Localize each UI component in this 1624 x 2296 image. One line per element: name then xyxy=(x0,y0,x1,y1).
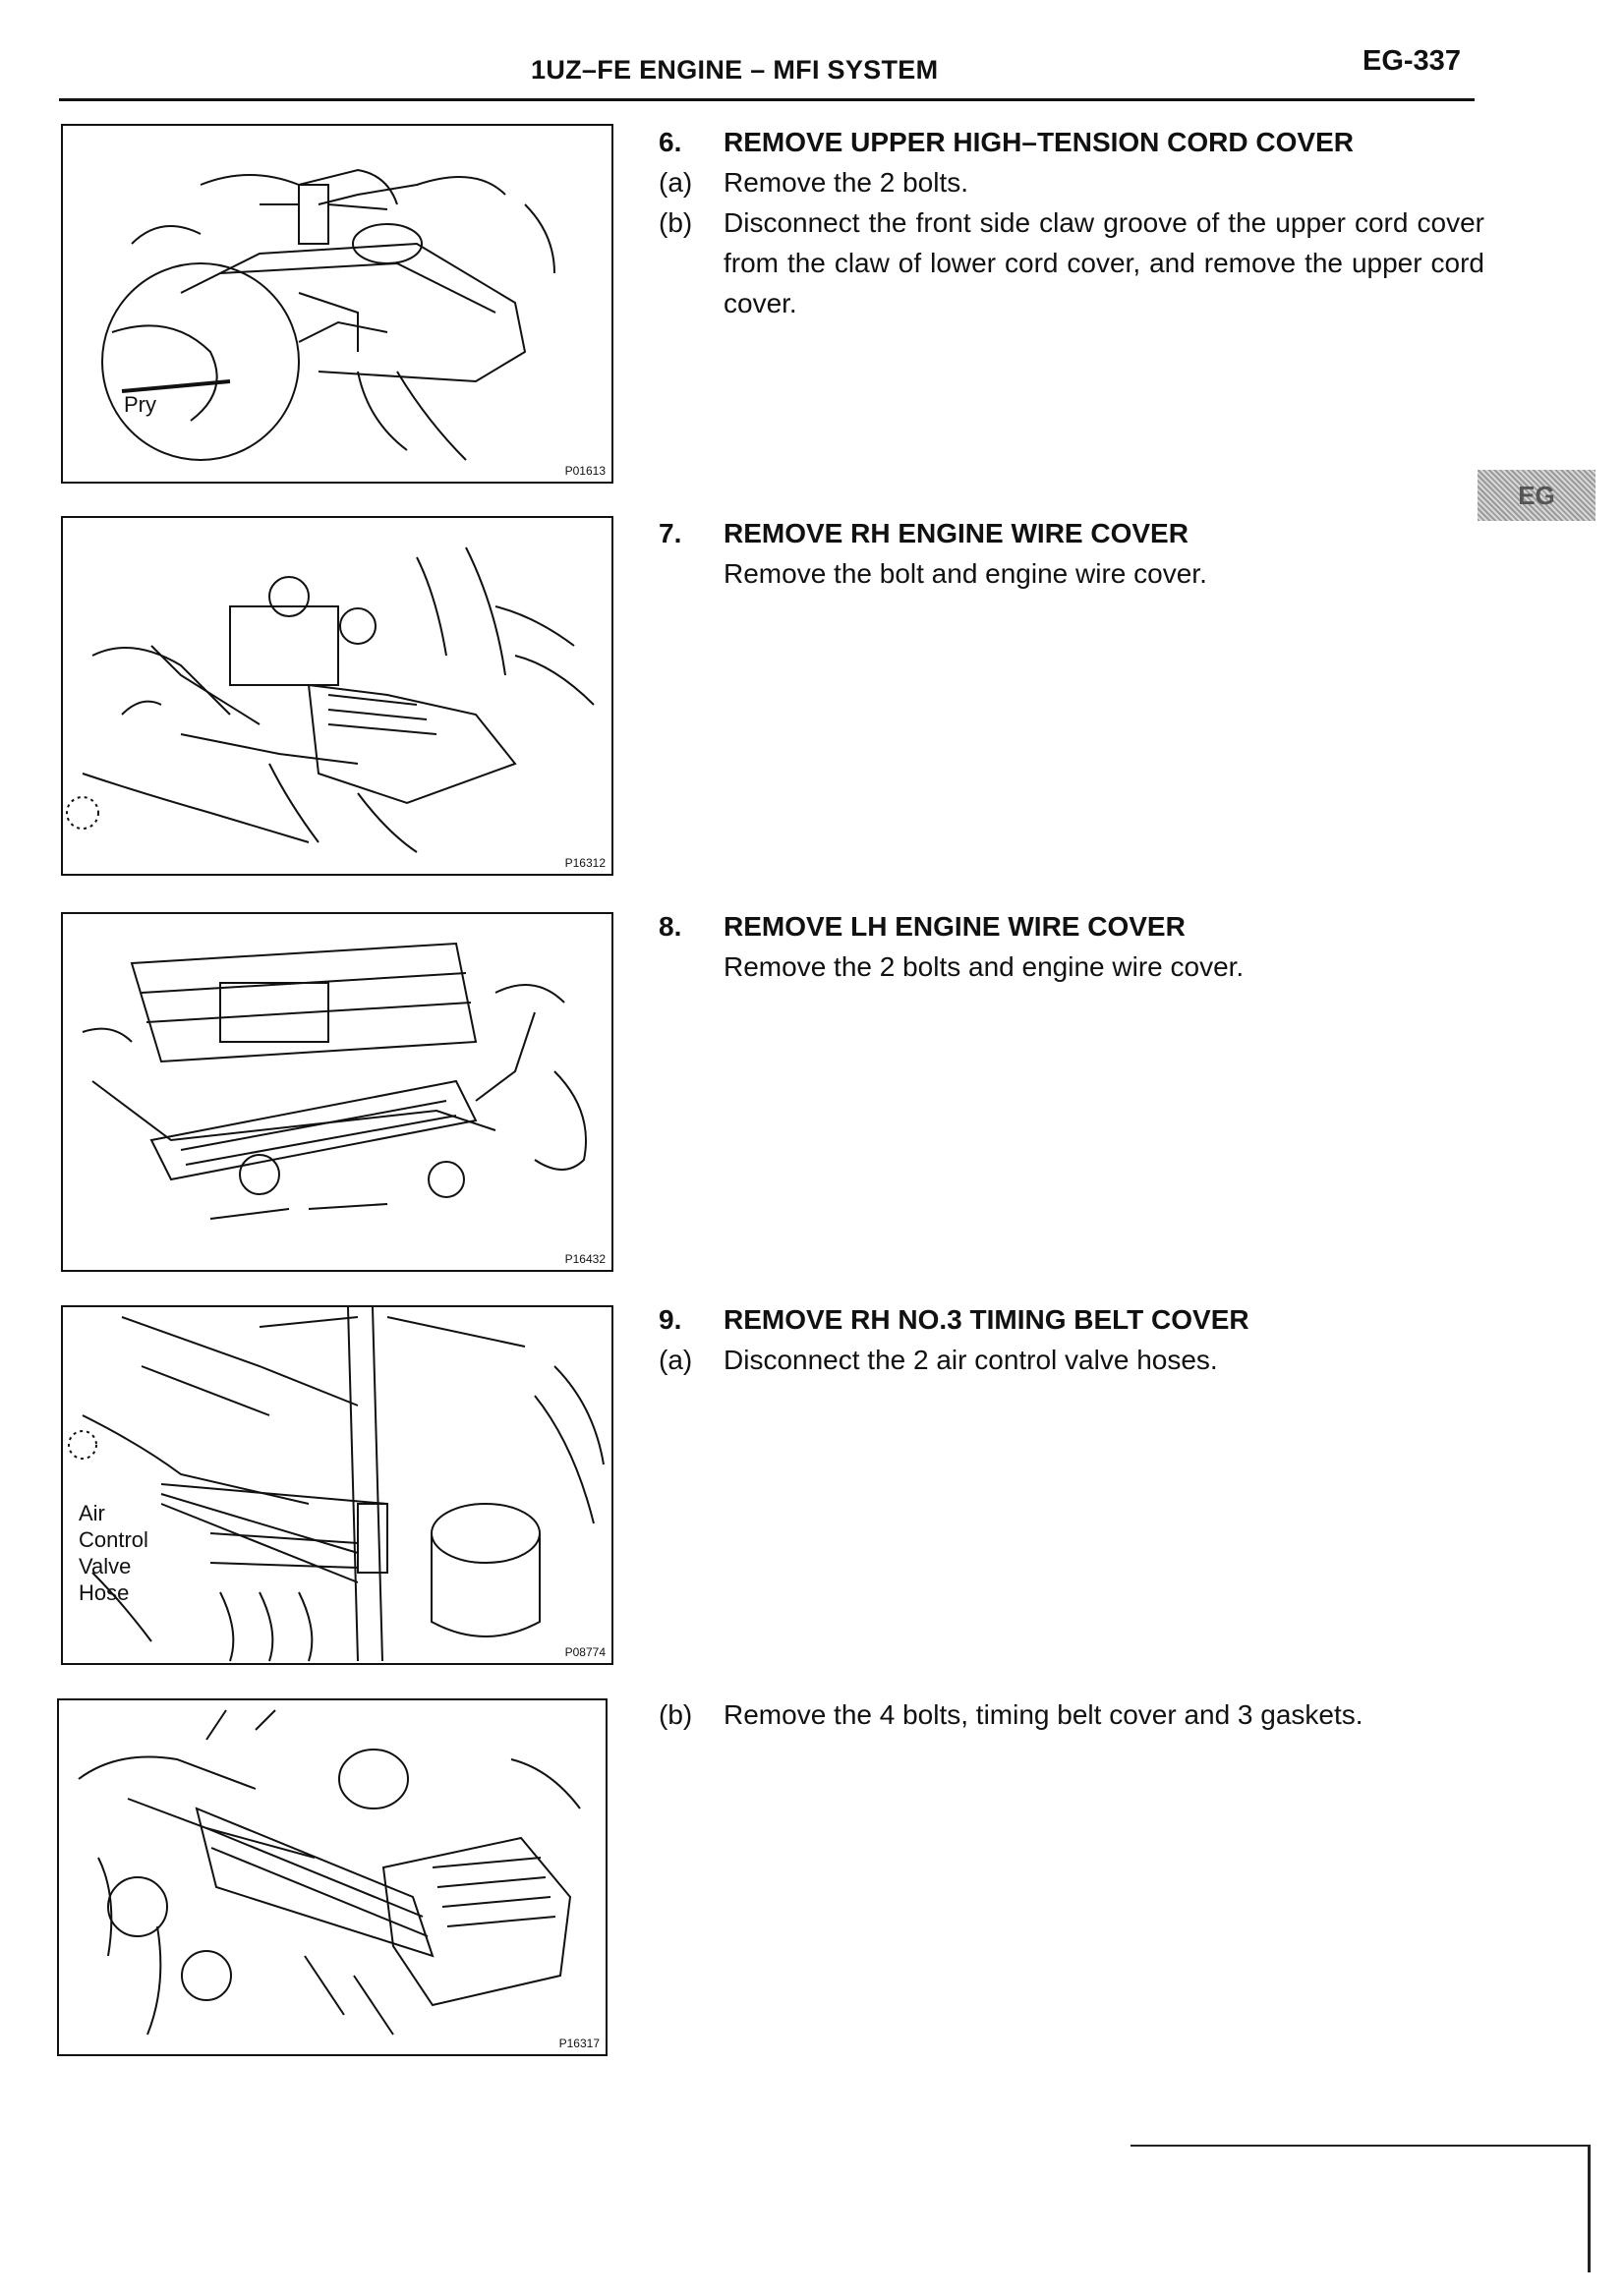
substep-label: (a) xyxy=(659,167,693,198)
figure-upper-cord-cover: Pry P01613 xyxy=(61,124,613,484)
engine-illustration xyxy=(68,1307,605,1662)
step-text: Remove the 2 bolts and engine wire cover… xyxy=(724,951,1245,982)
figure-lh-engine-wire-cover: P16432 xyxy=(61,912,613,1272)
step-text: Remove the bolt and engine wire cover. xyxy=(724,558,1207,589)
figure-timing-belt-cover: P16317 xyxy=(57,1698,608,2056)
substep-text: Disconnect the front side claw groove of… xyxy=(724,207,1484,318)
figure-rh-engine-wire-cover: P16312 xyxy=(61,516,613,876)
step-6: 6. REMOVE UPPER HIGH–TENSION CORD COVER … xyxy=(659,122,1484,323)
step-8: 8. REMOVE LH ENGINE WIRE COVER Remove th… xyxy=(659,906,1484,987)
figure-callout-pry: Pry xyxy=(124,392,156,417)
engine-illustration xyxy=(78,1709,581,2036)
engine-illustration xyxy=(101,168,555,461)
step-9: 9. REMOVE RH NO.3 TIMING BELT COVER (a) … xyxy=(659,1299,1484,1380)
callout-line: Control xyxy=(79,1527,148,1552)
step-number: 6. xyxy=(659,127,682,157)
page-header-title: 1UZ–FE ENGINE – MFI SYSTEM xyxy=(531,55,939,85)
step-number: 8. xyxy=(659,911,682,942)
bottom-rule xyxy=(1131,2145,1591,2147)
step-number: 9. xyxy=(659,1304,682,1335)
step-9b: (b) Remove the 4 bolts, timing belt cove… xyxy=(659,1694,1484,1735)
step-title: REMOVE RH NO.3 TIMING BELT COVER xyxy=(724,1304,1249,1335)
callout-line: Air xyxy=(79,1501,105,1525)
step-7: 7. REMOVE RH ENGINE WIRE COVER Remove th… xyxy=(659,513,1484,594)
step-title: REMOVE LH ENGINE WIRE COVER xyxy=(724,911,1186,942)
figure-callout-air-control-valve-hose: Air Control Valve Hose xyxy=(79,1500,148,1606)
engine-illustration xyxy=(82,942,587,1220)
substep-label: (a) xyxy=(659,1345,693,1375)
figure-code: P16312 xyxy=(564,856,606,870)
step-title: REMOVE RH ENGINE WIRE COVER xyxy=(724,518,1189,548)
substep-text: Remove the 2 bolts. xyxy=(724,167,969,198)
step-title: REMOVE UPPER HIGH–TENSION CORD COVER xyxy=(724,127,1354,157)
substep-label: (b) xyxy=(659,207,693,238)
bottom-edge-bar xyxy=(1588,2145,1591,2272)
figure-air-control-valve-hoses: Air Control Valve Hose P08774 xyxy=(61,1305,613,1665)
figure-code: P16432 xyxy=(564,1252,606,1266)
callout-line: Hose xyxy=(79,1580,130,1605)
section-tab: EG xyxy=(1478,470,1595,521)
figure-code: P16317 xyxy=(558,2037,600,2050)
figure-code: P01613 xyxy=(564,464,606,478)
callout-line: Valve xyxy=(79,1554,132,1578)
header-rule xyxy=(59,98,1475,101)
substep-text: Remove the 4 bolts, timing belt cover an… xyxy=(724,1699,1363,1730)
substep-text: Disconnect the 2 air control valve hoses… xyxy=(724,1345,1218,1375)
figure-code: P08774 xyxy=(564,1645,606,1659)
engine-illustration xyxy=(66,546,595,853)
page-number: EG-337 xyxy=(1363,45,1461,77)
step-number: 7. xyxy=(659,518,682,548)
substep-label: (b) xyxy=(659,1699,693,1730)
